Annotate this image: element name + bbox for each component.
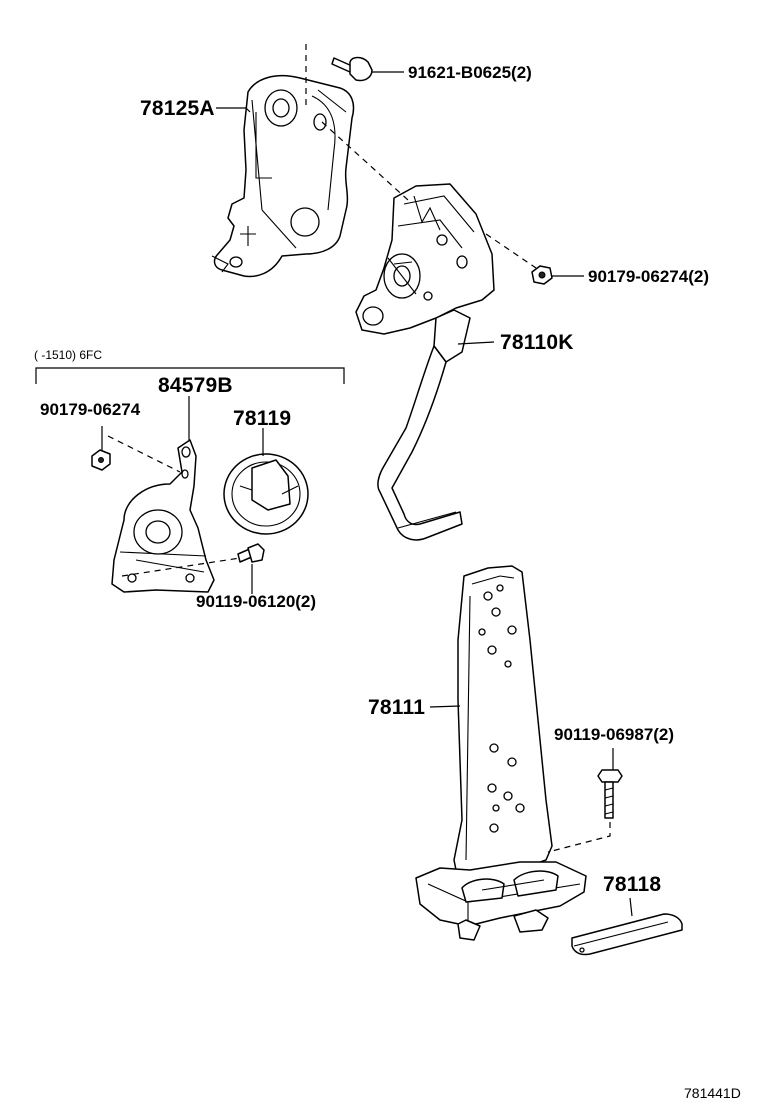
stopper-78118[interactable] (571, 913, 683, 956)
label-78118[interactable]: 78118 (603, 873, 662, 896)
label-91621-b0625[interactable]: 91621-B0625(2) (408, 63, 532, 82)
label-78111[interactable]: 78111 (368, 696, 426, 719)
bolt-90119-06987[interactable] (597, 769, 623, 819)
nut-90179-single[interactable] (91, 449, 111, 471)
bracket-78125a[interactable] (211, 74, 355, 278)
label-84579b[interactable]: 84579B (158, 374, 233, 397)
label-90179-06274-2[interactable]: 90179-06274(2) (588, 267, 709, 286)
group-note: ( -1510) 6FC (34, 348, 103, 362)
nut-90179-upper[interactable] (531, 265, 553, 285)
pedal-arm-78110k[interactable] (355, 183, 495, 541)
cover-78119[interactable] (223, 453, 309, 535)
label-90179-06274-single[interactable]: 90179-06274 (40, 400, 141, 419)
leader-lines (35, 71, 633, 917)
label-78110k[interactable]: 78110K (500, 331, 574, 354)
bolt-91621[interactable] (331, 56, 373, 82)
label-90119-06120[interactable]: 90119-06120(2) (196, 592, 317, 611)
label-90119-06987[interactable]: 90119-06987(2) (554, 725, 675, 744)
bolt-90119-06120[interactable] (237, 543, 265, 563)
pedal-pad-78111[interactable] (415, 565, 587, 941)
sensor-84579b[interactable] (111, 439, 215, 593)
diagram-code: 781441D (684, 1085, 741, 1101)
label-78125a[interactable]: 78125A (140, 97, 215, 120)
label-78119[interactable]: 78119 (233, 407, 292, 430)
assembly-dashes (107, 44, 611, 853)
